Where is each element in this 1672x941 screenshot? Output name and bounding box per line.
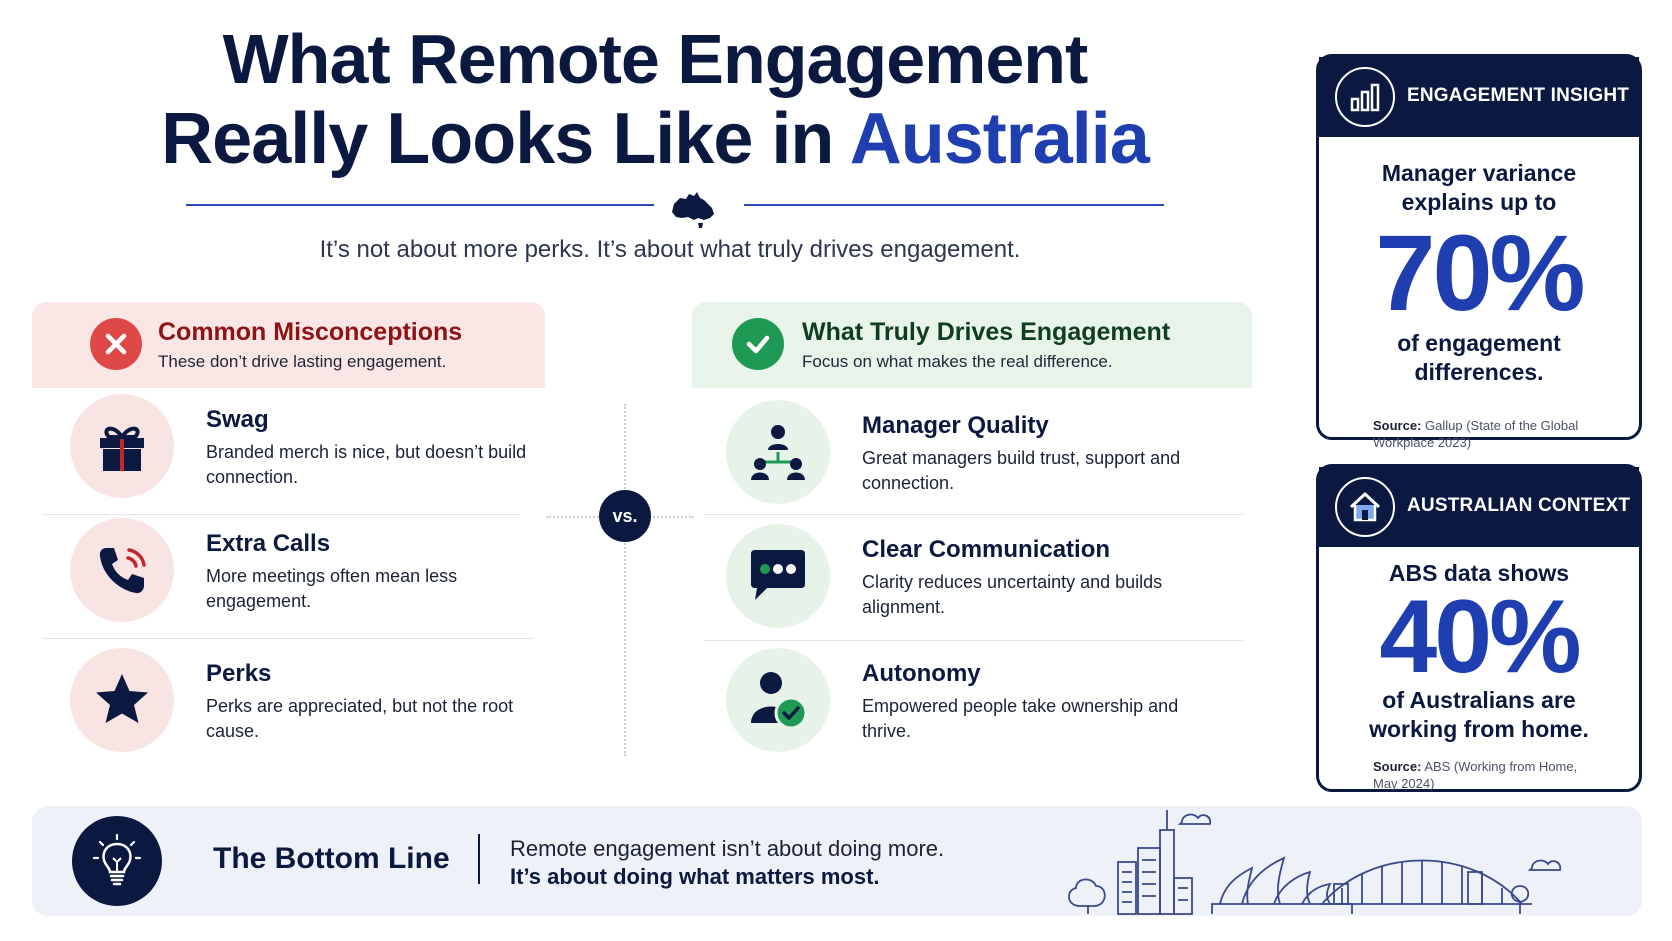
- row-divider: [704, 640, 1244, 641]
- star-icon: [70, 648, 174, 752]
- row-divider: [42, 638, 534, 639]
- drivers-title: What Truly Drives Engagement: [802, 318, 1171, 346]
- phone-icon: [70, 518, 174, 622]
- item-title: Manager Quality: [862, 412, 1049, 439]
- card-big-stat: 40%: [1379, 579, 1581, 695]
- bottom-line-text-2: It’s about doing what matters most.: [510, 864, 880, 889]
- item-description: Clarity reduces uncertainty and builds a…: [862, 572, 1163, 617]
- australia-map-icon: [672, 192, 714, 228]
- chat-bubble-icon: [726, 524, 830, 628]
- title-divider: [186, 190, 1164, 230]
- misconceptions-subtitle: These don’t drive lasting engagement.: [158, 352, 447, 371]
- card-lead-text: ABS data shows: [1388, 560, 1570, 586]
- card-lead-text: Manager variance explains up to: [1381, 160, 1577, 215]
- item-title: Extra Calls: [206, 530, 331, 557]
- item-description: Branded merch is nice, but doesn’t build…: [206, 442, 527, 487]
- australian-context-card: AUSTRALIAN CONTEXT ABS data shows 40% of…: [1316, 464, 1642, 792]
- card-source: Source: Gallup (State of the Global Work…: [1319, 417, 1639, 451]
- user-check-icon: [726, 648, 830, 752]
- title-line-2-prefix: Really Looks Like in: [161, 99, 850, 179]
- misconceptions-title: Common Misconceptions: [158, 318, 463, 346]
- divider-rule-right: [744, 204, 1164, 206]
- item-description: Great managers build trust, support and …: [862, 448, 1181, 493]
- engagement-insight-card: ENGAGEMENT INSIGHT Manager variance expl…: [1316, 54, 1642, 450]
- item-description: Perks are appreciated, but not the root …: [206, 696, 514, 741]
- source-text: ABS (Working from Home, May 2024): [1373, 759, 1578, 791]
- page-subtitle: It’s not about more perks. It’s about wh…: [319, 236, 1021, 263]
- misconceptions-header: Common Misconceptions These don’t drive …: [32, 302, 545, 388]
- card-header: ENGAGEMENT INSIGHT: [1319, 57, 1639, 137]
- row-divider: [704, 514, 1244, 515]
- item-title: Clear Communication: [862, 536, 1111, 563]
- card-source: Source: ABS (Working from Home, May 2024…: [1319, 758, 1639, 792]
- cross-icon: [90, 318, 142, 370]
- card-title: ENGAGEMENT INSIGHT: [1407, 85, 1630, 106]
- gift-icon: [70, 394, 174, 498]
- sydney-skyline-illustration: [1068, 810, 1562, 915]
- source-label: Source:: [1373, 759, 1422, 774]
- card-big-stat: 70%: [1375, 212, 1585, 333]
- item-description: More meetings often mean less engagement…: [206, 566, 458, 611]
- source-label: Source:: [1373, 418, 1422, 433]
- divider-rule-left: [186, 204, 654, 206]
- drivers-header: What Truly Drives Engagement Focus on wh…: [692, 302, 1252, 388]
- card-header: AUSTRALIAN CONTEXT: [1319, 467, 1639, 547]
- source-text: Gallup (State of the Global Workplace 20…: [1373, 418, 1579, 450]
- item-title: Autonomy: [862, 660, 981, 687]
- item-title: Swag: [206, 406, 269, 433]
- title-line-2: Really Looks Like in Australia: [60, 98, 1250, 180]
- vs-divider-vertical: [624, 404, 626, 756]
- title-accent: Australia: [849, 99, 1150, 179]
- item-description: Empowered people take ownership and thri…: [862, 696, 1179, 741]
- card-tail-text: of engagement differences.: [1397, 330, 1561, 385]
- bottom-line-title: The Bottom Line: [213, 842, 450, 875]
- card-tail-text: of Australians are working from home.: [1369, 687, 1589, 742]
- title-line-1: What Remote Engagement: [222, 20, 1089, 98]
- item-title: Perks: [206, 660, 272, 687]
- bottom-line-text-1: Remote engagement isn’t about doing more…: [510, 836, 945, 861]
- drivers-subtitle: Focus on what makes the real difference.: [802, 352, 1113, 371]
- page-title: What Remote Engagement Really Looks Like…: [60, 20, 1250, 180]
- bottom-line-banner: The Bottom Line Remote engagement isn’t …: [32, 806, 1642, 916]
- bottom-line-separator: [478, 834, 480, 884]
- lightbulb-icon: [72, 816, 162, 906]
- house-icon: [1335, 477, 1395, 537]
- vs-badge: vs.: [599, 490, 651, 542]
- check-icon: [732, 318, 784, 370]
- row-divider: [42, 514, 520, 515]
- team-hierarchy-icon: [726, 400, 830, 504]
- card-title: AUSTRALIAN CONTEXT: [1407, 495, 1631, 516]
- bar-chart-icon: [1335, 67, 1395, 127]
